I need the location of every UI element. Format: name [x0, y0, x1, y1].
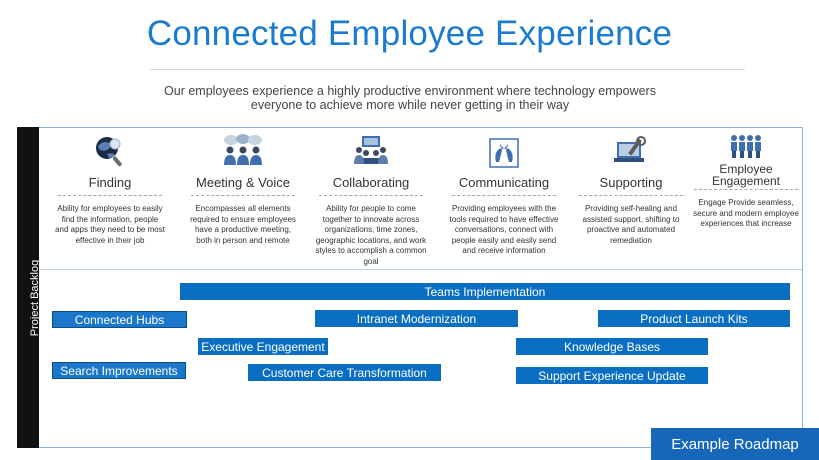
page-subtitle: Our employees experience a highly produc…: [164, 84, 656, 112]
sidebar-label: Project Backlog: [17, 260, 41, 336]
support-tools-icon: [571, 132, 691, 168]
pillar-heading: Finding: [88, 175, 132, 190]
pillar-heading: Employee Engagement: [711, 162, 781, 188]
heading-rule: [452, 195, 556, 196]
pillar-description: Ability for people to come together to i…: [315, 204, 427, 266]
pillar-employee-engagement: Employee Engagement Engage Provide seaml…: [686, 132, 806, 230]
pillar-supporting: Supporting Providing self-healing and as…: [571, 132, 691, 246]
search-globe-icon: [50, 132, 170, 168]
pillar-collaborating: Collaborating Ability for people to come…: [311, 132, 431, 268]
roadmap-bar-knowledge-bases: Knowledge Bases: [516, 338, 708, 355]
sidebar: [17, 127, 39, 448]
roadmap-bar-support-experience-update: Support Experience Update: [516, 367, 708, 384]
conversation-icon: [444, 132, 564, 168]
people-chat-icon: [183, 132, 303, 168]
pillar-heading: Collaborating: [332, 175, 410, 190]
heading-rule: [694, 189, 798, 190]
roadmap-bar-customer-care-transformation: Customer Care Transformation: [248, 364, 441, 381]
heading-rule: [191, 195, 295, 196]
pillar-heading: Meeting & Voice: [196, 175, 290, 190]
roadmap-bar-intranet-modernization: Intranet Modernization: [315, 310, 518, 327]
roadmap-bar-executive-engagement: Executive Engagement: [198, 338, 328, 355]
roadmap-bar-connected-hubs: Connected Hubs: [52, 311, 187, 328]
section-divider: [40, 269, 802, 270]
pillar-finding: Finding Ability for employees to easily …: [50, 132, 170, 246]
roadmap-bar-product-launch-kits: Product Launch Kits: [598, 310, 790, 327]
pillar-heading: Supporting: [599, 175, 663, 190]
sidebar-label-text: Project Backlog: [29, 259, 41, 337]
pillar-description: Providing self-healing and assisted supp…: [582, 204, 680, 245]
team-board-icon: [311, 132, 431, 168]
group-people-icon: [686, 132, 806, 158]
heading-rule: [319, 195, 423, 196]
roadmap-bar-search-improvements: Search Improvements: [52, 362, 186, 379]
pillar-description: Ability for employees to easily find the…: [55, 204, 165, 245]
roadmap-bar-teams-implementation: Teams Implementation: [180, 283, 790, 300]
heading-rule: [58, 195, 162, 196]
heading-rule: [579, 195, 683, 196]
pillar-description: Providing employees with the tools requi…: [449, 204, 559, 256]
pillar-communicating: Communicating Providing employees with t…: [444, 132, 564, 257]
title-divider: [150, 69, 745, 70]
pillar-meeting-voice: Meeting & Voice Encompasses all elements…: [183, 132, 303, 246]
pillar-description: Engage Provide seamless, secure and mode…: [693, 198, 799, 229]
page-title: Connected Employee Experience: [146, 14, 673, 53]
pillar-heading: Communicating: [458, 175, 550, 190]
example-roadmap-tag: Example Roadmap: [651, 428, 819, 460]
pillar-description: Encompasses all elements required to ens…: [190, 204, 296, 245]
